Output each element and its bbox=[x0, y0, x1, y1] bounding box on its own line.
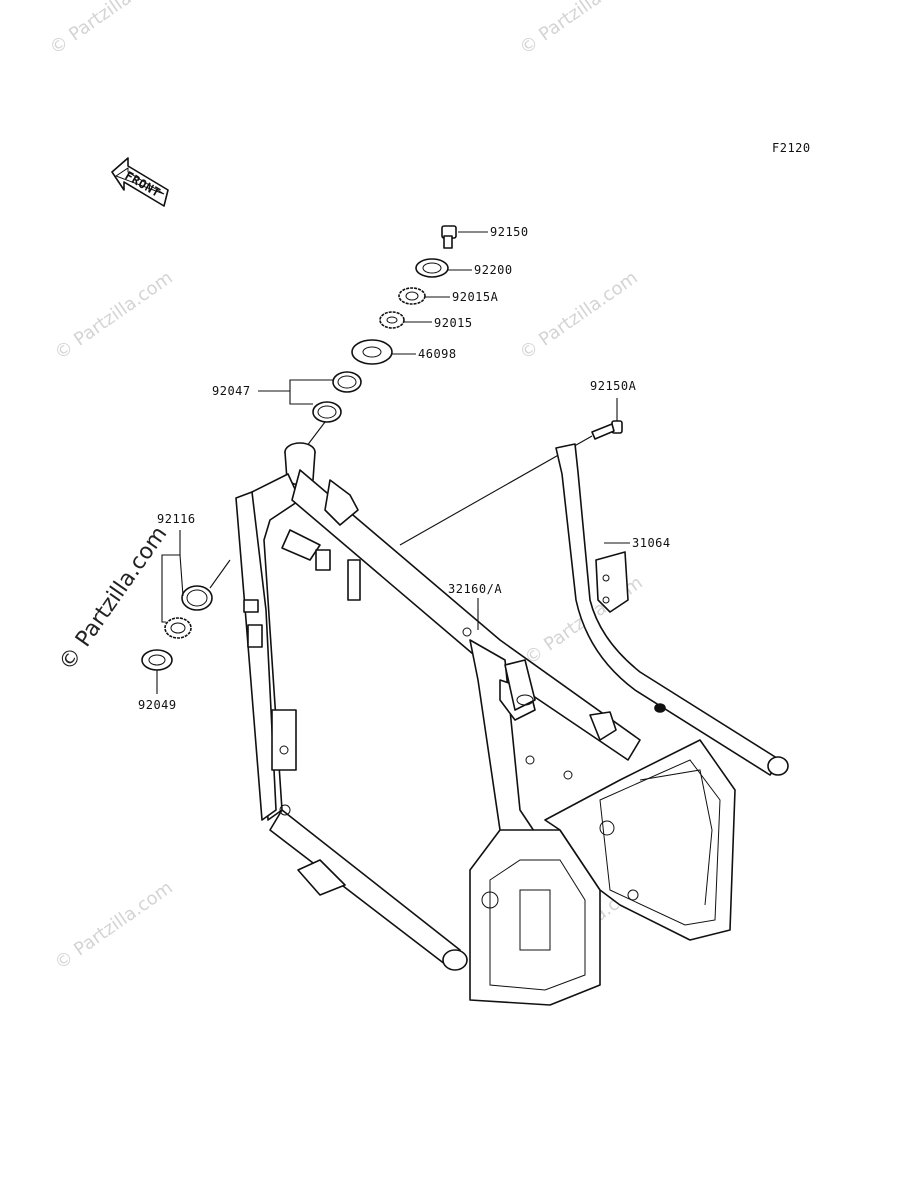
part-label-32160A: 32160/A bbox=[448, 582, 502, 596]
part-label-92116: 92116 bbox=[157, 512, 196, 526]
watermark: © Partzilla.com bbox=[51, 877, 177, 974]
diagram-code: F2120 bbox=[772, 141, 811, 155]
part-label-92049: 92049 bbox=[138, 698, 177, 712]
bolt-92150A bbox=[399, 398, 623, 546]
part-label-92015: 92015 bbox=[434, 316, 473, 330]
nut-92015 bbox=[379, 311, 432, 329]
washer-92200 bbox=[415, 258, 472, 278]
bearing-92116 bbox=[161, 530, 231, 639]
part-label-92200: 92200 bbox=[474, 263, 513, 277]
part-label-92015A: 92015A bbox=[452, 290, 499, 304]
main-frame-32160 bbox=[235, 442, 736, 1006]
watermark: © Partzilla.com bbox=[516, 0, 642, 59]
part-label-92047: 92047 bbox=[212, 384, 251, 398]
part-label-46098: 46098 bbox=[418, 347, 457, 361]
nut-92015A bbox=[398, 287, 450, 305]
front-arrow-icon: FRONT bbox=[111, 157, 169, 207]
washer-46098 bbox=[351, 339, 416, 365]
bolt-92150 bbox=[441, 225, 488, 249]
seal-92049 bbox=[141, 649, 173, 694]
frame-rail-31064 bbox=[555, 443, 789, 776]
part-label-92150A: 92150A bbox=[590, 379, 637, 393]
part-label-31064: 31064 bbox=[632, 536, 671, 550]
bearing-92047 bbox=[258, 371, 362, 456]
watermark: © Partzilla.com bbox=[516, 267, 642, 364]
part-label-92150: 92150 bbox=[490, 225, 529, 239]
watermark: © Partzilla.com bbox=[51, 267, 177, 364]
watermark: © Partzilla.com bbox=[46, 0, 172, 59]
